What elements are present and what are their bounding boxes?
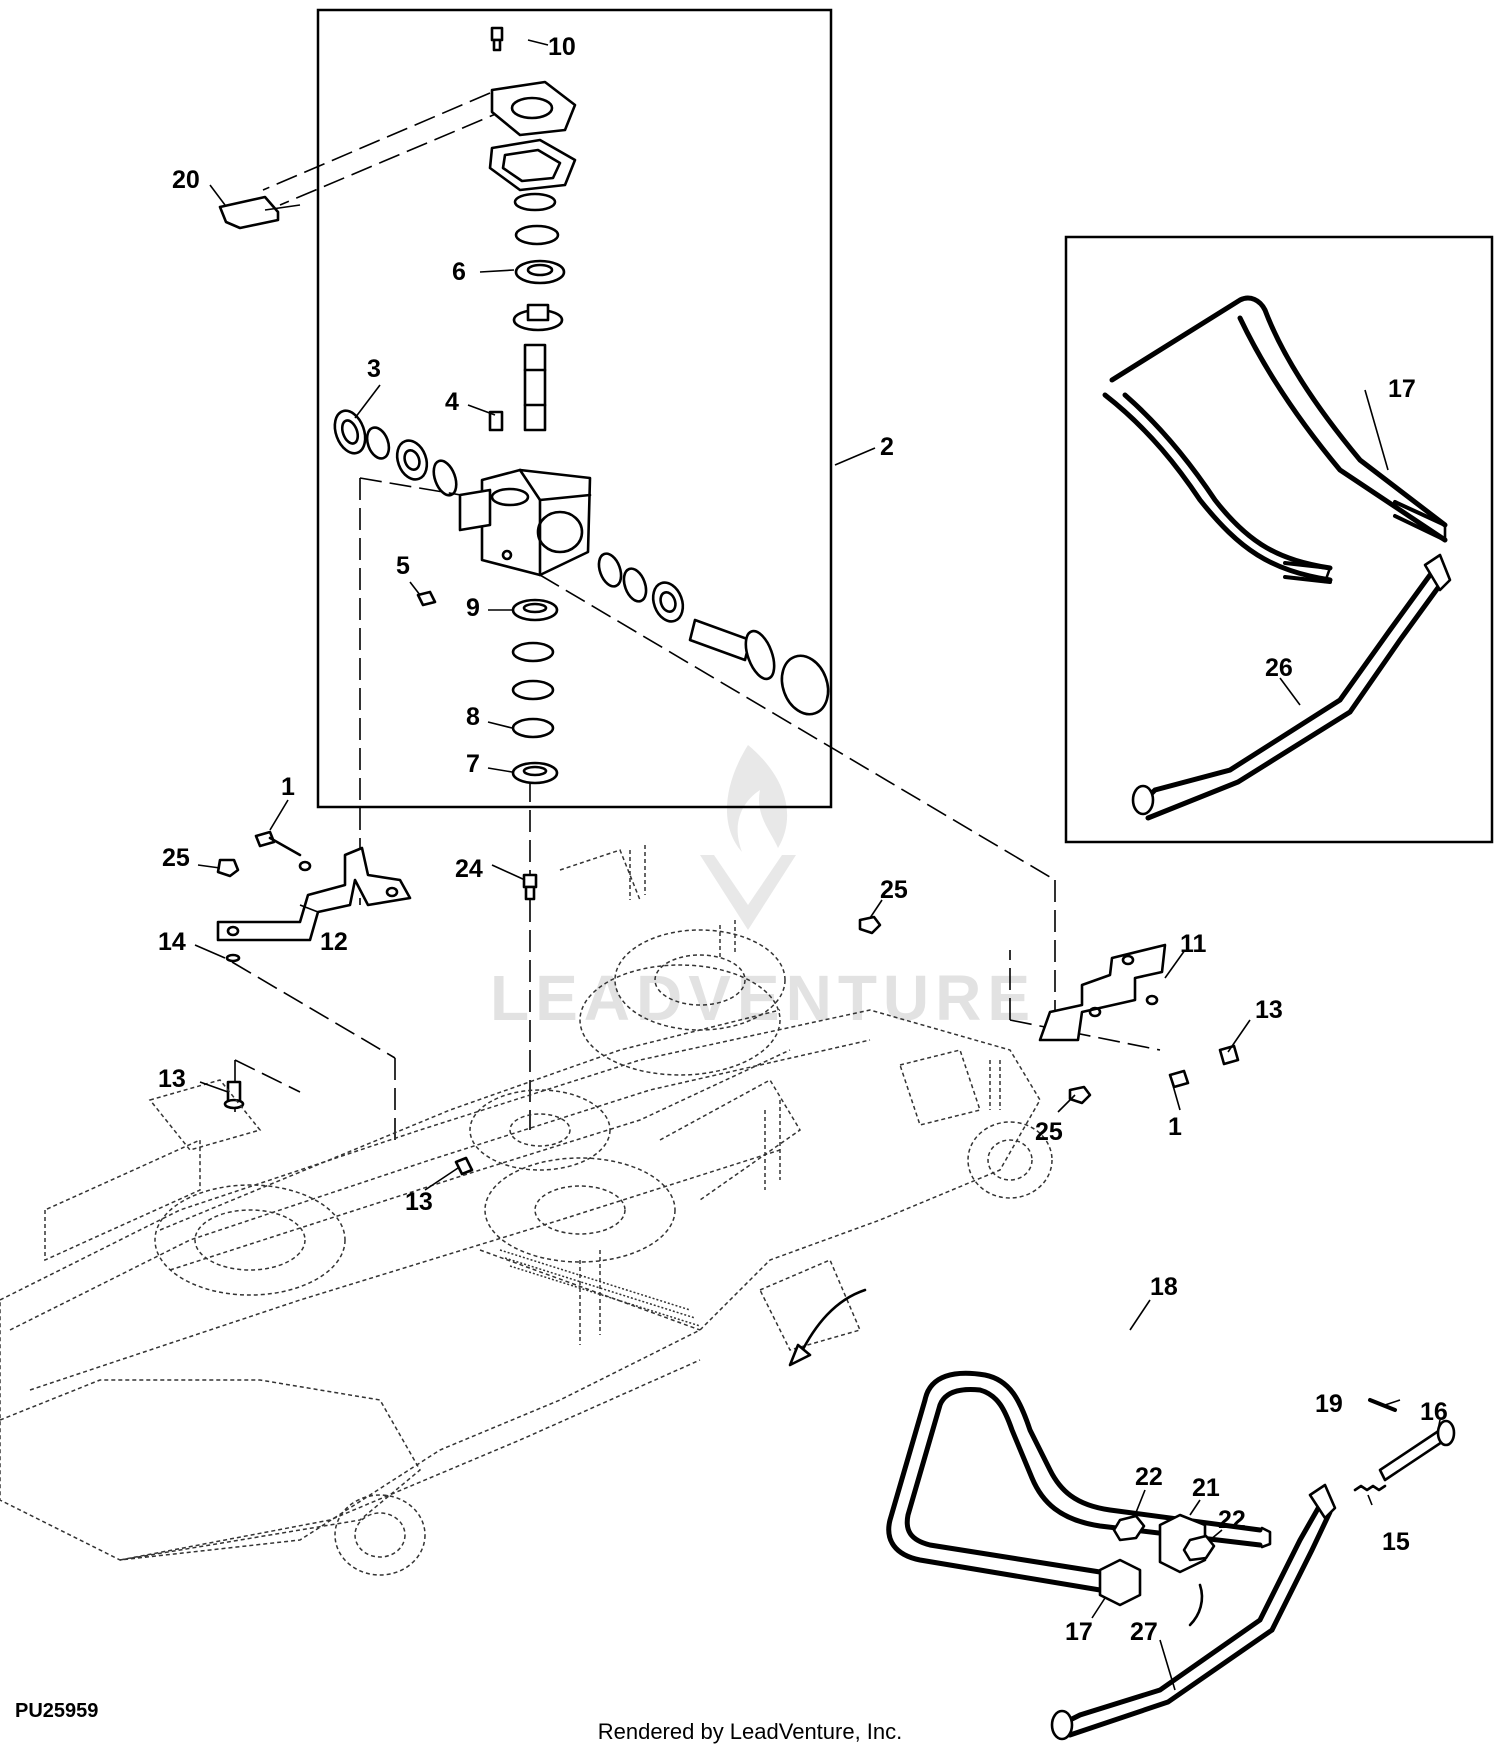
- callout-4: 4: [445, 388, 459, 416]
- block-17: [1098, 1558, 1142, 1607]
- callout-17: 17: [1065, 1618, 1093, 1646]
- callout-26: 26: [1265, 654, 1293, 682]
- callout-3: 3: [367, 355, 381, 383]
- callout-12: 12: [320, 928, 348, 956]
- callout-1-left: 1: [281, 773, 295, 801]
- callout-16: 16: [1420, 1398, 1448, 1426]
- callout-8: 8: [466, 703, 480, 731]
- callout-22-right: 22: [1218, 1506, 1246, 1534]
- roll-pin-21: [1368, 1398, 1397, 1412]
- callout-20: 18: [1150, 1273, 1178, 1301]
- callout-5: 5: [396, 552, 410, 580]
- callout-13-right: 13: [1255, 996, 1283, 1024]
- clip-23: [218, 195, 280, 230]
- callout-10: 6: [452, 258, 466, 286]
- callout-22-left: 22: [1135, 1463, 1163, 1491]
- bracket-11: [1038, 943, 1167, 1042]
- screw-13-center: [454, 1156, 474, 1176]
- bearing-9: [511, 598, 559, 622]
- link-27: [1050, 1483, 1337, 1741]
- callout-13-center: 13: [405, 1188, 433, 1216]
- nut-25-left: [216, 858, 240, 878]
- inset-frame: [1064, 235, 1494, 844]
- cover-ring: [780, 654, 830, 716]
- bracket-12: [216, 846, 412, 942]
- diagram-id: PU25959: [15, 1700, 99, 1722]
- seal-6: [511, 761, 559, 785]
- washer-14: [225, 953, 241, 963]
- callout-25-right: 25: [1035, 1118, 1063, 1146]
- callout-7: 10: [548, 33, 576, 61]
- pin-16: [1378, 1419, 1456, 1482]
- screw-24: [522, 873, 538, 889]
- install-arrow: [798, 1288, 867, 1357]
- o-ring-8: [511, 717, 555, 739]
- nut-22-left: [1112, 1514, 1146, 1542]
- output-shaft: [688, 618, 776, 681]
- callout-1-right: 1: [1168, 1113, 1182, 1141]
- plug-5: [416, 590, 437, 607]
- callout-25-left: 25: [162, 844, 190, 872]
- mower-deck: [0, 845, 1053, 1576]
- leader-lines: [194, 39, 1441, 1691]
- watermark-text: LEADVENTURE: [490, 962, 1036, 1034]
- seal-3: [333, 409, 367, 455]
- callouts: 10 20 6 3 4 2 5 9 8 7 1 25 12 14 24 25 1…: [158, 33, 1448, 1646]
- callout-18: 21: [1192, 1474, 1220, 1502]
- vent-plug-4: [488, 410, 504, 432]
- callout-6: 7: [466, 750, 480, 778]
- callout-23: 20: [172, 166, 200, 194]
- callout-19: 17: [1388, 375, 1416, 403]
- callout-9: 9: [466, 594, 480, 622]
- callout-14: 14: [158, 928, 186, 956]
- nut-25-mid: [858, 915, 882, 935]
- nut-25-right: [1068, 1085, 1092, 1105]
- handle-19: [1102, 295, 1448, 584]
- gearbox-frame: [316, 8, 833, 809]
- gearbox-housing: [458, 468, 592, 577]
- spring-15: [1353, 1484, 1387, 1492]
- callout-21: 19: [1315, 1390, 1343, 1418]
- link-26: [1131, 553, 1452, 821]
- screw-13-right: [1218, 1044, 1240, 1066]
- footer-credit: Rendered by LeadVenture, Inc.: [597, 1719, 903, 1744]
- leadventure-watermark: LEADVENTURE: [490, 745, 1036, 1034]
- top-cover: [490, 80, 577, 137]
- callout-25-mid: 25: [880, 876, 908, 904]
- callout-11: 11: [1180, 930, 1207, 958]
- callout-15: 15: [1382, 1528, 1410, 1556]
- nut-22-right: [1182, 1534, 1216, 1562]
- callout-27: 27: [1130, 1618, 1158, 1646]
- callout-13-left: 13: [158, 1065, 186, 1093]
- gasket: [488, 138, 577, 192]
- callout-2: 2: [880, 433, 894, 461]
- gearbox-assembly: [333, 26, 830, 785]
- screw-7: [490, 26, 504, 52]
- input-shaft: [523, 343, 547, 432]
- screw-1-left: [254, 830, 276, 848]
- callout-24: 24: [455, 855, 483, 883]
- bearing-10: [514, 259, 566, 285]
